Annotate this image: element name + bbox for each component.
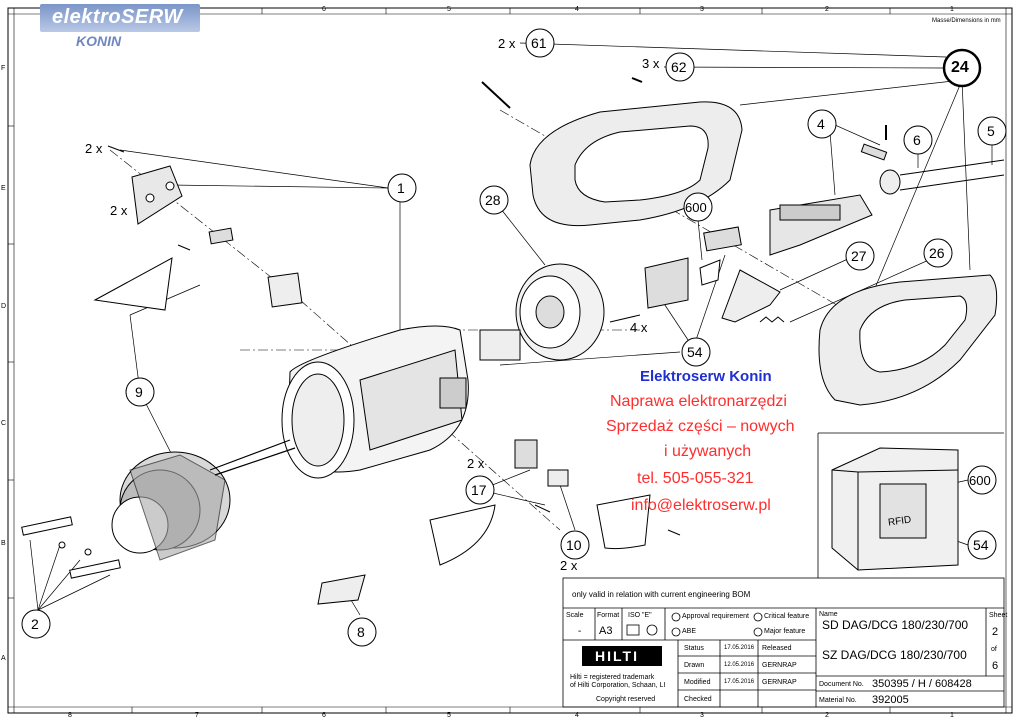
promo-used: i używanych [664,443,752,460]
callout-24: 24 [951,59,969,76]
modified-value: GERNRAP [762,679,797,686]
trademark-line-1: Hilti = registered trademark [570,674,655,681]
callout-4: 4 [817,116,825,132]
abe-label: ABE [682,628,697,635]
qty-screw: 2 x [85,141,103,156]
format-value: A3 [599,625,613,637]
promo-company: Elektroserw Konin [640,368,772,385]
grid-row-f: F [1,65,6,72]
material-number: 392005 [872,694,909,706]
logo-city: KONIN [76,33,122,49]
grid-col-3-bottom: 3 [700,712,704,719]
callout-27: 27 [851,248,867,264]
grid-col-1-bottom: 1 [950,712,954,719]
callout-28: 28 [485,192,501,208]
grid-row-a: A [1,655,6,662]
copyright: Copyright reserved [596,696,656,703]
company-logo [40,4,200,32]
bom-note: only valid in relation with current engi… [572,590,751,599]
callout-62: 62 [671,59,687,75]
grid-col-4-bottom: 4 [575,712,579,719]
drawn-value: GERNRAP [762,662,797,669]
grid-col-2: 2 [825,6,829,13]
grid-col-3: 3 [700,6,704,13]
promo-email[interactable]: info@elektroserw.pl [631,497,771,514]
callout-61: 61 [531,35,547,51]
material-label: Material No. [819,697,857,704]
grid-col-5: 5 [447,6,451,13]
sd-designation: SD DAG/DCG 180/230/700 [822,618,969,632]
grid-col-7-bottom: 7 [195,712,199,719]
checked-label: Checked [684,696,712,703]
sheet-of: of [991,646,997,653]
scale-value: - [578,626,582,637]
callout-26: 26 [929,245,945,261]
callout-600-detail: 600 [969,473,991,488]
modified-date: 17.05.2016 [724,679,755,685]
callout-54-detail: 54 [973,537,989,553]
grid-row-c: C [1,420,7,427]
qty-62: 3 x [642,56,660,71]
qty-plate: 2 x [110,203,128,218]
qty-61: 2 x [498,36,516,51]
callout-8: 8 [357,624,365,640]
drawn-label: Drawn [684,662,705,669]
grid-row-b: B [1,540,6,547]
grid-col-1: 1 [950,6,954,13]
callout-6: 6 [913,132,921,148]
scale-label: Scale [566,612,584,619]
approval-requirement: Approval requirement [682,613,749,620]
callout-9: 9 [135,384,143,400]
callout-600-top: 600 [685,200,707,215]
callout-54: 54 [687,344,703,360]
trademark-line-2: of Hilti Corporation, Schaan, LI [570,682,666,689]
status-value: Released [762,645,792,652]
promo-phone: tel. 505-055-321 [637,470,754,487]
grid-col-4: 4 [575,6,579,13]
status-label: Status [684,645,704,652]
grid-row-d: D [1,303,7,310]
sheet-number: 2 [992,626,999,638]
grid-col-6: 6 [322,6,326,13]
dimensions-note: Masse/Dimensions in mm [932,18,1001,24]
sz-designation: SZ DAG/DCG 180/230/700 [822,648,967,662]
format-label: Format [597,612,620,619]
promo-parts: Sprzedaż części – nowych [606,418,795,435]
callout-17: 17 [471,482,487,498]
document-number: 350395 / H / 608428 [872,678,972,690]
qty-10: 2 x [560,558,578,573]
major-feature: Major feature [764,628,806,635]
callout-5: 5 [987,123,995,139]
critical-feature: Critical feature [764,613,810,620]
grid-col-8-bottom: 8 [68,712,72,719]
qty-17: 2 x [467,456,485,471]
qty-4x: 4 x [630,320,648,335]
grid-row-e: E [1,185,6,192]
sheet-total: 6 [992,660,999,672]
modified-label: Modified [684,679,711,686]
status-date: 17.05.2016 [724,645,755,651]
name-label: Name [819,611,838,618]
sheet-label: Sheet [989,612,1008,619]
logo-name: elektroSERW [52,6,183,28]
hilti-logo: HILTI [595,648,639,664]
callout-10: 10 [566,537,582,553]
document-label: Document No. [819,681,864,688]
callout-1: 1 [397,180,405,196]
iso-label: ISO "E" [628,612,652,619]
promo-service: Naprawa elektronarzędzi [610,393,787,410]
drawn-date: 12.05.2016 [724,662,755,668]
grid-col-6-bottom: 6 [322,712,326,719]
grid-col-5-bottom: 5 [447,712,451,719]
grid-col-2-bottom: 2 [825,712,829,719]
callout-2: 2 [31,616,39,632]
